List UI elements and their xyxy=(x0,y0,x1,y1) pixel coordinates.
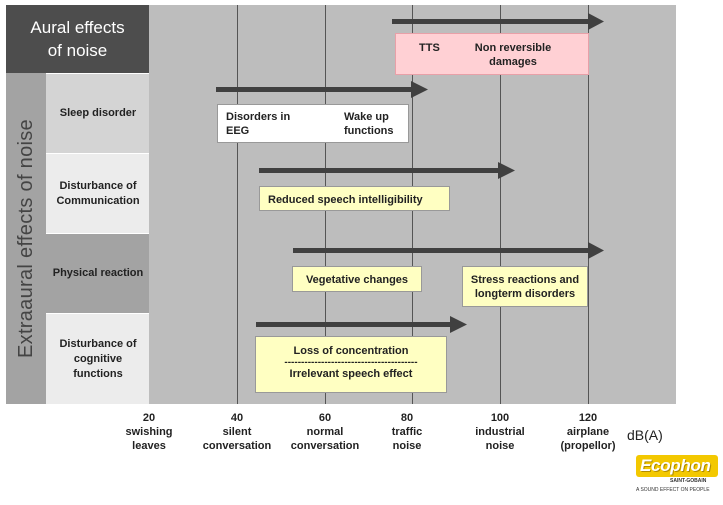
row-label-text: Physical reaction xyxy=(52,267,144,279)
row-label-text: Sleep disorder xyxy=(59,107,137,119)
cognitive-effects-box: Loss of concentration ------------------… xyxy=(255,336,447,393)
wake-up-line1: Wake up xyxy=(344,111,389,123)
side-band xyxy=(6,73,46,404)
row-label-sleep: Sleep disorder xyxy=(46,73,150,153)
wake-up-line2: functions xyxy=(344,125,394,137)
tick-desc: noise xyxy=(485,440,515,452)
tick-desc: (propellor) xyxy=(560,440,616,452)
tick-desc: swishing xyxy=(125,426,173,438)
non-reversible-label: Non reversible damages xyxy=(458,41,568,69)
tick-value: 40 xyxy=(230,412,244,424)
tts-label: TTS xyxy=(419,42,440,54)
logo-tagline: A SOUND EFFECT ON PEOPLE xyxy=(636,487,710,493)
aural-header-line1: Aural effects xyxy=(30,18,125,37)
row-label-physical: Physical reaction xyxy=(46,233,150,313)
row-label-text: Disturbance of xyxy=(59,337,137,350)
row-label-text: Communication xyxy=(56,194,140,207)
stress-line2: longterm disorders xyxy=(474,288,576,300)
tick-value: 100 xyxy=(490,412,510,424)
row-label-text: Disturbance of xyxy=(59,179,137,192)
irrelevant-speech-label: Irrelevant speech effect xyxy=(289,368,413,380)
gridline-120 xyxy=(588,5,589,404)
tick-desc: airplane xyxy=(566,426,610,438)
disorders-line2: EEG xyxy=(226,125,250,137)
sleep-disorder-box: Disorders in EEG Wake up functions xyxy=(217,104,409,143)
vegetative-label: Vegetative changes xyxy=(305,274,409,286)
tick-desc: conversation xyxy=(290,440,360,452)
tick-desc: silent xyxy=(222,426,252,438)
tick-value: 120 xyxy=(578,412,598,424)
tick-desc: leaves xyxy=(132,440,166,452)
gridline-40 xyxy=(237,5,238,404)
arrow-communication xyxy=(259,162,515,179)
tick-100: 100 industrial noise xyxy=(455,411,545,453)
aural-effects-header: Aural effects of noise xyxy=(6,5,149,73)
tick-80: 80 traffic noise xyxy=(362,411,452,453)
tick-desc: traffic xyxy=(391,426,423,438)
row-label-communication: Disturbance of Communication xyxy=(46,153,150,233)
logo-sub-text: SAINT-GOBAIN xyxy=(670,478,707,484)
logo-brand-text: Ecophon xyxy=(640,456,711,475)
tick-desc: normal xyxy=(306,426,344,438)
arrow-sleep xyxy=(216,81,428,98)
tick-120: 120 airplane (propellor) xyxy=(543,411,633,453)
logo-badge xyxy=(636,455,718,477)
tick-desc: conversation xyxy=(202,440,272,452)
row-label-text: functions xyxy=(73,367,123,380)
aural-header-line2: of noise xyxy=(47,41,108,60)
tick-desc: industrial xyxy=(475,426,525,438)
arrow-physical xyxy=(293,242,604,259)
stress-reactions-box: Stress reactions and longterm disorders xyxy=(462,266,588,307)
axis-unit-label: dB(A) xyxy=(627,427,663,443)
gridline-100 xyxy=(500,5,501,404)
arrow-aural xyxy=(392,13,604,30)
tick-40: 40 silent conversation xyxy=(192,411,282,453)
vegetative-changes-box: Vegetative changes xyxy=(292,266,422,292)
wake-up-label: Wake up functions xyxy=(344,110,394,138)
disorders-line1: Disorders in xyxy=(226,111,291,123)
row-label-text: cognitive xyxy=(73,352,123,365)
tick-value: 60 xyxy=(318,412,332,424)
separator-line: ---------------------------------------- xyxy=(284,359,418,367)
speech-intelligibility-box: Reduced speech intelligibility xyxy=(259,186,450,211)
tick-desc: noise xyxy=(392,440,422,452)
ecophon-logo: Ecophon SAINT-GOBAIN A SOUND EFFECT ON P… xyxy=(634,455,720,497)
stress-line1: Stress reactions and xyxy=(470,274,580,286)
non-reversible-line1: Non reversible xyxy=(474,42,552,54)
disorders-eeg-label: Disorders in EEG xyxy=(226,110,290,138)
concentration-label: Loss of concentration xyxy=(293,345,409,357)
row-label-cognitive: Disturbance of cognitive functions xyxy=(46,313,150,404)
tick-value: 20 xyxy=(142,412,156,424)
speech-label: Reduced speech intelligibility xyxy=(268,194,423,206)
tts-damage-box: TTS Non reversible damages xyxy=(395,33,589,75)
arrow-cognitive xyxy=(256,316,467,333)
tick-20: 20 swishing leaves xyxy=(104,411,194,453)
tick-60: 60 normal conversation xyxy=(280,411,370,453)
non-reversible-line2: damages xyxy=(489,56,537,68)
tick-value: 80 xyxy=(400,412,414,424)
